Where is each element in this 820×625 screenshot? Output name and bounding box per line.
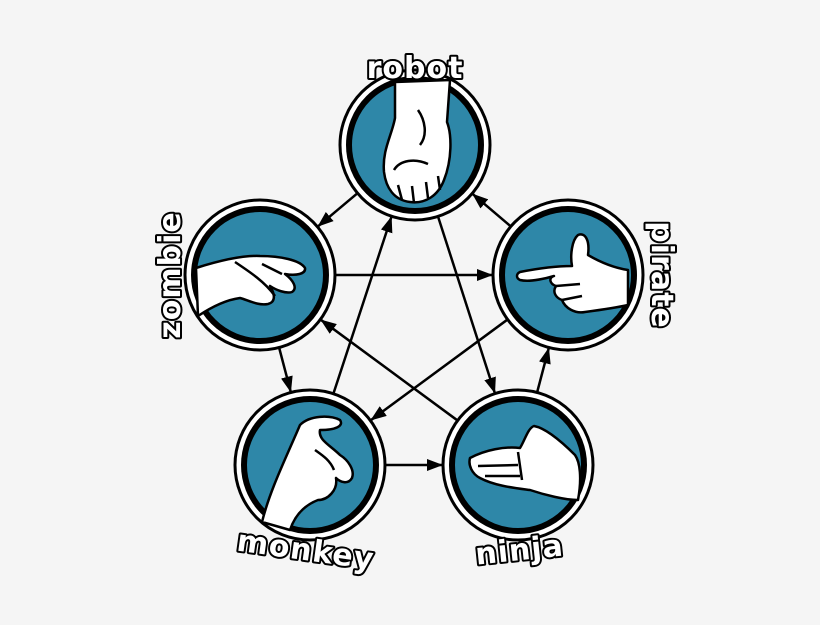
node-ninja: ninja <box>441 388 595 575</box>
arrow-robot-to-ninja <box>437 216 496 394</box>
pinch-hand-icon <box>260 415 354 532</box>
arrow-robot-to-zombie <box>317 192 358 228</box>
node-pirate: pirate <box>491 198 681 352</box>
arrow-monkey-to-robot <box>332 216 393 394</box>
fist-icon <box>382 78 452 204</box>
arrow-pirate-to-robot <box>472 193 511 227</box>
arrow-ninja-to-zombie <box>320 319 458 421</box>
node-monkey: monkey <box>233 388 387 579</box>
label-robot: robot <box>367 51 464 86</box>
arrow-ninja-to-pirate <box>536 347 551 392</box>
reaching-hand-icon <box>194 254 307 318</box>
label-zombie: zombie <box>153 211 188 338</box>
finger-gun-icon <box>515 233 630 314</box>
node-robot: robot <box>338 49 492 222</box>
arrow-pirate-to-monkey <box>370 319 508 421</box>
arrow-zombie-to-monkey <box>278 348 293 393</box>
nodes: robot zombie pirate <box>151 49 681 579</box>
label-pirate: pirate <box>644 221 679 328</box>
node-zombie: zombie <box>151 198 337 352</box>
edges <box>278 192 551 471</box>
flat-hand-icon <box>468 424 582 502</box>
